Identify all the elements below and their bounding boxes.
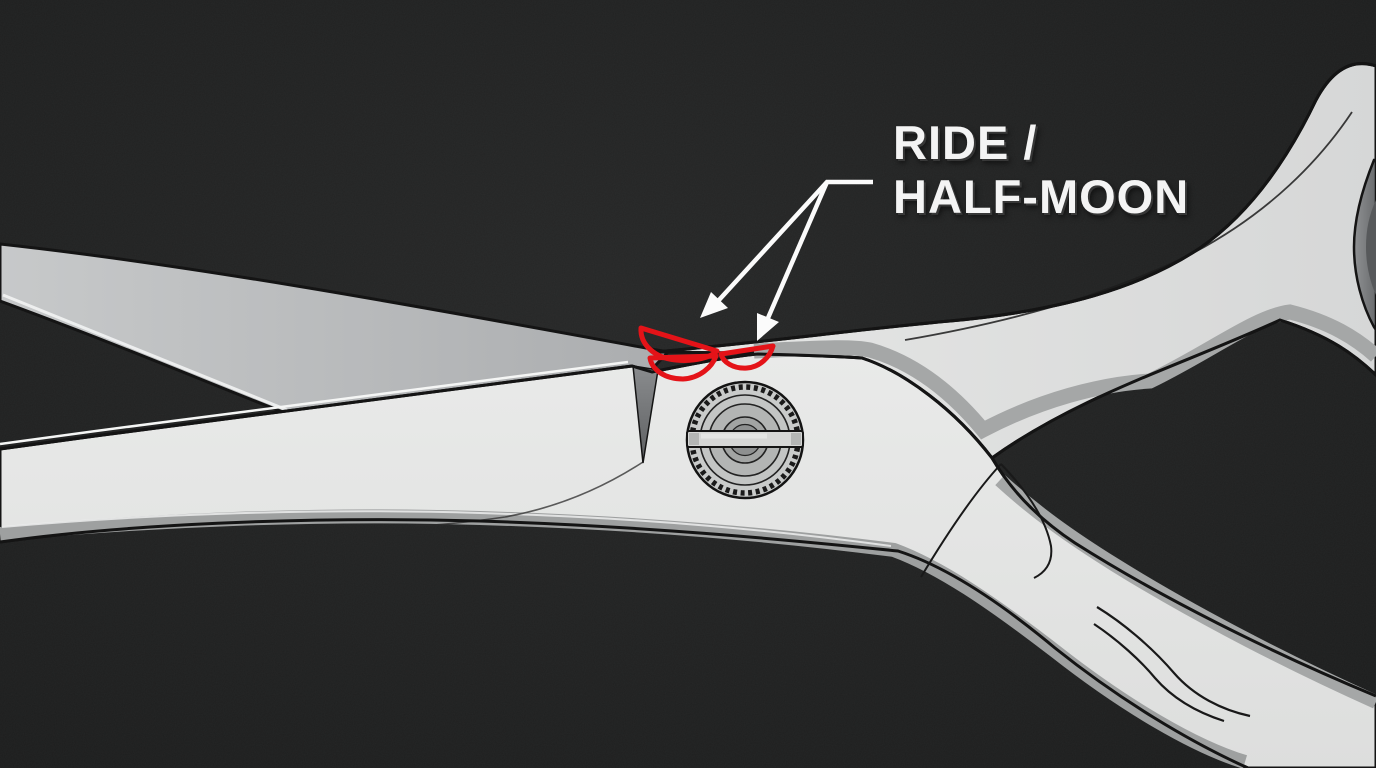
screw-slot-shine bbox=[701, 433, 767, 439]
lower-bevel-band-highlight bbox=[1, 510, 892, 547]
arrow-2 bbox=[757, 181, 830, 341]
finger-tang-flourish bbox=[1093, 606, 1251, 723]
upper-handle-outline bbox=[654, 62, 1376, 460]
arrow-1-head bbox=[700, 292, 728, 318]
screw-slot-end-right bbox=[791, 433, 801, 445]
blade-notch bbox=[632, 365, 659, 464]
annotation-arrows bbox=[700, 179, 873, 341]
lower-blade-spine-highlight bbox=[0, 360, 629, 446]
ride-marks bbox=[638, 325, 776, 382]
thumb-bulge-right-line bbox=[1000, 463, 1053, 579]
lower-blade-inner-edge-line bbox=[414, 461, 644, 527]
tang-curve-1 bbox=[1096, 606, 1251, 718]
tang-curve-2 bbox=[1093, 623, 1225, 723]
upper-blade-shape bbox=[0, 242, 671, 418]
label-line-2: HALF-MOON bbox=[893, 170, 1190, 223]
arrow-2-shaft bbox=[765, 181, 830, 319]
upper-finger-ring bbox=[1352, 158, 1376, 333]
lower-body-outline bbox=[0, 352, 1376, 768]
lower-bevel-band bbox=[0, 509, 1248, 768]
screw-slot-end-left bbox=[689, 433, 699, 445]
ride-mark-2 bbox=[647, 353, 719, 382]
upper-handle-bevel-band bbox=[753, 304, 1376, 440]
pivot-screw bbox=[685, 380, 805, 500]
screw-slot-bar bbox=[686, 430, 804, 448]
arrow-2-head bbox=[757, 313, 779, 341]
screw-slot bbox=[686, 430, 804, 448]
upper-blade bbox=[0, 242, 671, 418]
label-line-1: RIDE / bbox=[893, 116, 1038, 169]
ride-half-moon-label: RIDE / HALF-MOON bbox=[893, 116, 1189, 224]
ride-mark-3 bbox=[718, 343, 776, 371]
upper-blade-edge-highlight bbox=[2, 293, 288, 412]
ring-inner-wall bbox=[1352, 158, 1376, 333]
ring-hole bbox=[1366, 200, 1376, 295]
